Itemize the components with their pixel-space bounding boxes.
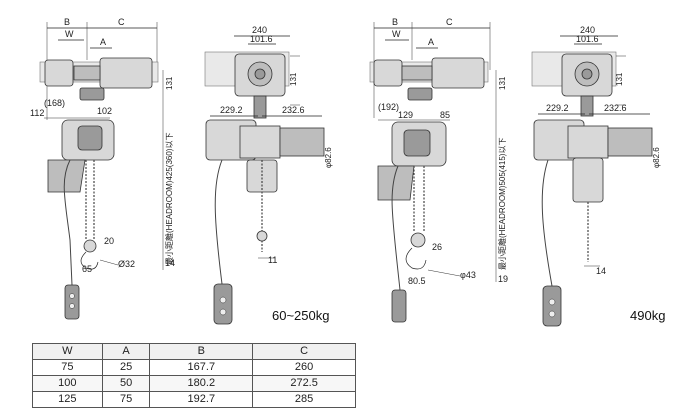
right-front-view: 240 101.6 131 229.2 232.6 φ82.6 14 [531,25,661,327]
dim-c-right: C [446,17,453,27]
dim-phi43: φ43 [460,270,476,280]
dim-240-right: 240 [580,25,595,35]
table-cell: 272.5 [252,375,356,392]
dim-14: 14 [165,258,175,268]
dim-229-2: 229.2 [220,105,243,115]
table-cell: 50 [101,375,151,392]
dim-85: 85 [440,110,450,120]
dim-19: 19 [498,274,508,284]
dim-20: 20 [104,236,114,246]
table-cell: 25 [101,359,151,376]
table-header-row: W A B C [32,343,356,360]
dim-w-right: W [392,29,401,39]
dim-129: 129 [398,110,413,120]
table-cell: 125 [32,391,103,408]
col-w-header: W [32,343,103,360]
table-cell: 260 [252,359,356,376]
table-row: 100 50 180.2 272.5 [32,375,356,392]
left-side-view: B C W A (168) 112 102 20 65 Ø32 [30,17,175,320]
dim-26: 26 [432,242,442,252]
caption-left: 60~250kg [272,308,329,323]
headroom-right: 最小距離(HEADROOM)505(415)以下 [497,138,507,270]
dim-65: 65 [82,264,92,274]
table-cell: 75 [101,391,151,408]
dim-80-5: 80.5 [408,276,426,286]
left-front-view: 240 101.6 131 229.2 232.6 φ82.6 11 [204,25,333,325]
dim-131: 131 [289,72,298,86]
dim-112: 112 [30,108,44,118]
right-side-view: B C W A (192) 129 85 26 80.5 φ43 最小距離(HE… [369,17,508,323]
dim-131-right-side: 131 [498,76,507,90]
dim-192: (192) [378,102,399,112]
dim-131-left-side: 131 [165,76,174,90]
dim-131-right: 131 [615,72,624,86]
table-cell: 192.7 [149,391,254,408]
dim-229-2-right: 229.2 [546,103,569,113]
table-cell: 285 [252,391,356,408]
dim-c: C [118,17,125,27]
dim-a: A [100,37,106,47]
hoist-drawing: B C W A (168) 112 102 20 65 Ø32 [30,17,665,327]
table-row: 125 75 192.7 285 [32,391,356,408]
table-cell: 167.7 [149,359,254,376]
table-cell: 75 [32,359,103,376]
dim-b: B [64,17,70,27]
dim-phi32: Ø32 [118,259,135,269]
dim-a-right: A [428,37,434,47]
dim-102: 102 [97,106,112,116]
caption-right: 490kg [630,308,665,323]
table-cell: 100 [32,375,103,392]
dim-101-6: 101.6 [250,34,273,44]
headroom-left: 最小距離(HEADROOM)425(360)以下 [164,133,174,265]
dim-b-right: B [392,17,398,27]
dimension-table: W A B C 75 25 167.7 260 100 50 180.2 272… [32,343,356,408]
dim-phi82-6-right: φ82.6 [652,147,661,168]
table-cell: 180.2 [149,375,254,392]
dim-11: 11 [268,255,277,265]
dim-phi82-6: φ82.6 [324,147,333,168]
col-b-header: B [149,343,254,360]
dim-232-6: 232.6 [282,105,305,115]
dim-240: 240 [252,25,267,35]
dim-232-6-right: 232.6 [604,103,627,113]
col-c-header: C [252,343,356,360]
dim-w: W [65,29,74,39]
col-a-header: A [101,343,151,360]
dim-101-6-right: 101.6 [576,34,599,44]
table-row: 75 25 167.7 260 [32,359,356,376]
dim-14-right: 14 [596,266,606,276]
dim-168: (168) [44,98,65,108]
